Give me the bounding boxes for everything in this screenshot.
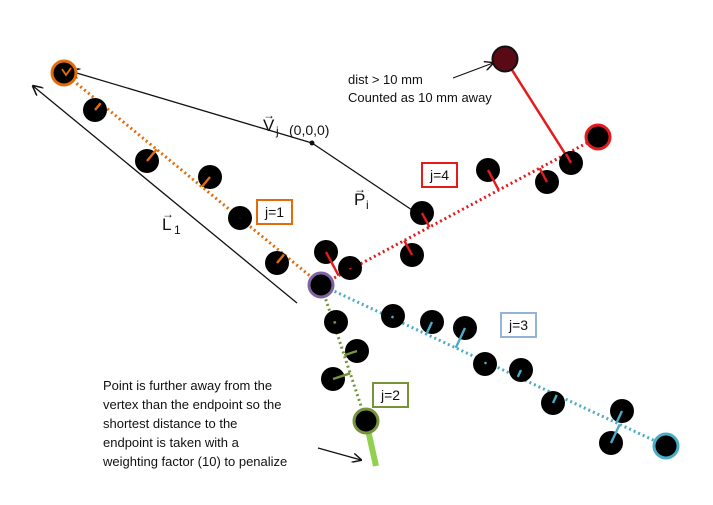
- penalty-annotation-arrow: [317, 447, 361, 460]
- endpoint-j3: [652, 432, 680, 460]
- svg-text:weighting factor (10) to penal: weighting factor (10) to penalize: [102, 454, 287, 469]
- distance-tick: [348, 267, 352, 270]
- svg-text:dist > 10 mm: dist > 10 mm: [348, 72, 423, 87]
- svg-text:endpoint is taken with a: endpoint is taken with a: [103, 435, 240, 450]
- distance-tick: [332, 372, 351, 381]
- vector-p-label: → P i: [354, 182, 369, 212]
- svg-text:V: V: [263, 116, 275, 135]
- far-point-annotation-arrow: [452, 63, 493, 79]
- vector-v-label: → V j: [263, 108, 279, 138]
- svg-text:vertex than the endpoint so th: vertex than the endpoint so the: [103, 397, 282, 412]
- penalty-annotation: Point is further away from the vertex th…: [102, 378, 287, 469]
- svg-text:j=3: j=3: [508, 317, 528, 333]
- svg-text:→: →: [162, 207, 174, 221]
- far-point-annotation: dist > 10 mm Counted as 10 mm away: [348, 72, 492, 105]
- distance-tick: [201, 176, 211, 188]
- svg-text:j: j: [275, 124, 279, 138]
- endpoint-j1-arrow: [61, 67, 72, 77]
- vector-v-line: [70, 71, 313, 144]
- svg-text:L: L: [162, 215, 171, 234]
- distance-tick: [615, 410, 624, 424]
- distance-tick: [403, 239, 414, 256]
- distance-tick: [420, 212, 431, 228]
- distance-tick: [390, 315, 395, 319]
- segment-label-j4: j=4: [421, 162, 458, 188]
- distance-tick: [516, 369, 523, 378]
- svg-text:j=2: j=2: [380, 387, 400, 403]
- distance-tick: [276, 253, 285, 264]
- origin-label: (0,0,0): [289, 122, 329, 138]
- distance-tick: [486, 169, 500, 191]
- vector-l-line: [33, 86, 298, 304]
- distance-tick: [609, 423, 621, 444]
- svg-text:j=1: j=1: [264, 204, 284, 220]
- ticks-layer: [94, 102, 624, 444]
- segment-j4-line: [320, 135, 599, 287]
- vector-p-line: [311, 142, 413, 211]
- segment-label-j1: j=1: [256, 199, 293, 225]
- origin-dot: [309, 140, 315, 146]
- distance-tick: [94, 102, 102, 111]
- distance-tick: [483, 361, 488, 365]
- svg-text:→: →: [263, 108, 275, 122]
- segment-label-j3: j=3: [500, 312, 537, 338]
- far-point-distance-line: [503, 58, 573, 164]
- svg-text:shortest distance to the: shortest distance to the: [103, 416, 237, 431]
- endpoint-j2: [352, 407, 380, 435]
- distance-tick: [333, 320, 337, 324]
- distance-tick: [538, 167, 549, 183]
- svg-text:P: P: [354, 190, 365, 209]
- segment-label-j2: j=2: [372, 382, 409, 408]
- vertex-point: [307, 271, 335, 299]
- svg-text:j=4: j=4: [429, 167, 449, 183]
- distance-tick: [565, 153, 573, 164]
- svg-text:→: →: [354, 182, 366, 196]
- endpoint-j4: [584, 123, 612, 151]
- distance-tick: [343, 349, 358, 357]
- distance-tick: [551, 394, 558, 404]
- distance-tick: [324, 251, 340, 277]
- svg-text:Counted as 10 mm away: Counted as 10 mm away: [348, 90, 492, 105]
- distance-tick: [454, 327, 467, 349]
- distance-tick: [425, 321, 434, 335]
- distance-tick: [146, 148, 158, 162]
- segment-j1-line: [63, 71, 322, 287]
- vector-l-label: → L 1: [162, 207, 181, 237]
- segment-j2-line: [319, 284, 368, 422]
- svg-text:Point is further away from the: Point is further away from the: [103, 378, 272, 393]
- svg-text:1: 1: [174, 223, 181, 237]
- svg-text:i: i: [366, 198, 369, 212]
- far-point: [491, 45, 519, 73]
